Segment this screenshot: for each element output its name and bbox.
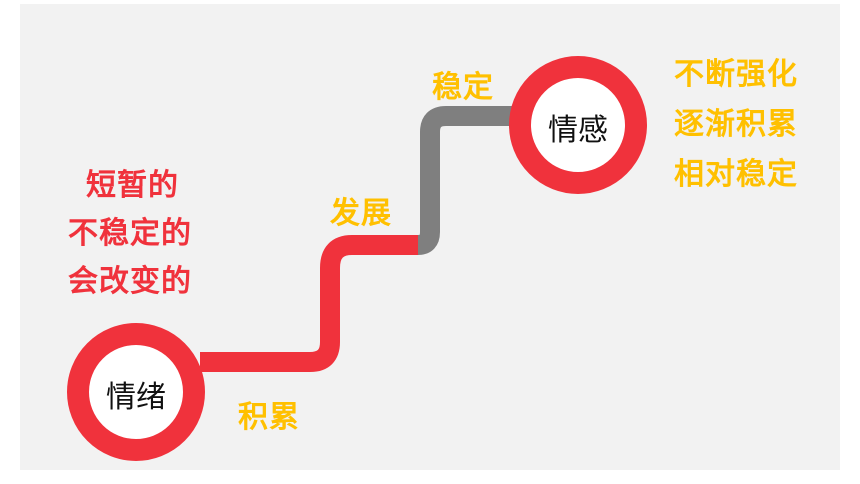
accumulate-label: 积累: [238, 400, 300, 435]
start-node-description: 短暂的 不稳定的 会改变的: [68, 162, 192, 306]
red-path-segment: [200, 235, 418, 372]
gray-path-segment: [417, 106, 520, 255]
stabilize-label: 稳定: [432, 70, 494, 105]
end-description-line: 相对稳定: [674, 157, 798, 192]
develop-label: 发展: [330, 196, 392, 231]
end-node-label: 情感: [548, 113, 608, 148]
start-description-line: 会改变的: [68, 264, 192, 299]
end-node-description: 不断强化 逐渐积累 相对稳定: [674, 50, 798, 200]
end-description-line: 不断强化: [674, 57, 798, 92]
start-node-ring: [67, 323, 205, 461]
end-description-line: 逐渐积累: [674, 107, 798, 142]
end-node-ring: [509, 56, 647, 194]
start-node-label: 情绪: [106, 380, 166, 415]
start-description-line: 短暂的: [86, 168, 179, 203]
start-description-line: 不稳定的: [68, 216, 192, 251]
